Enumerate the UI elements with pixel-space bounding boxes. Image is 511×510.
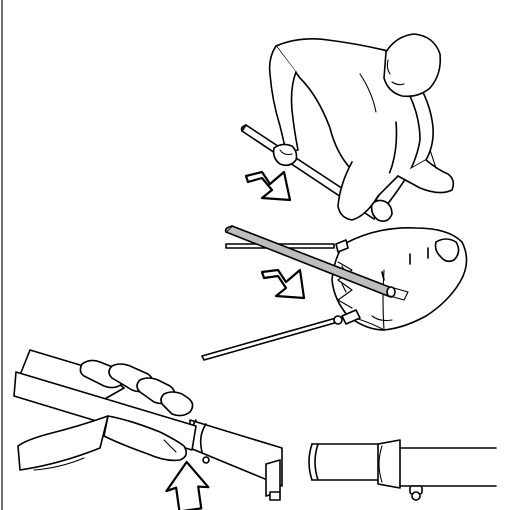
arrow-push-up [163,459,211,510]
lock-button [410,486,422,500]
tube-left-part [309,444,378,480]
hand-arm [14,350,196,470]
arrow-pole-through-sleeve [262,270,304,298]
person-figure [270,34,454,221]
step-insert-pole [242,34,454,221]
sleeve-joint [378,440,400,488]
tube-right-part [400,448,496,486]
arrow-insert-pole [246,172,290,200]
step-pole-through-sleeve [202,226,467,360]
step-joint-assembled [309,440,496,500]
step-push-pole [14,350,282,510]
